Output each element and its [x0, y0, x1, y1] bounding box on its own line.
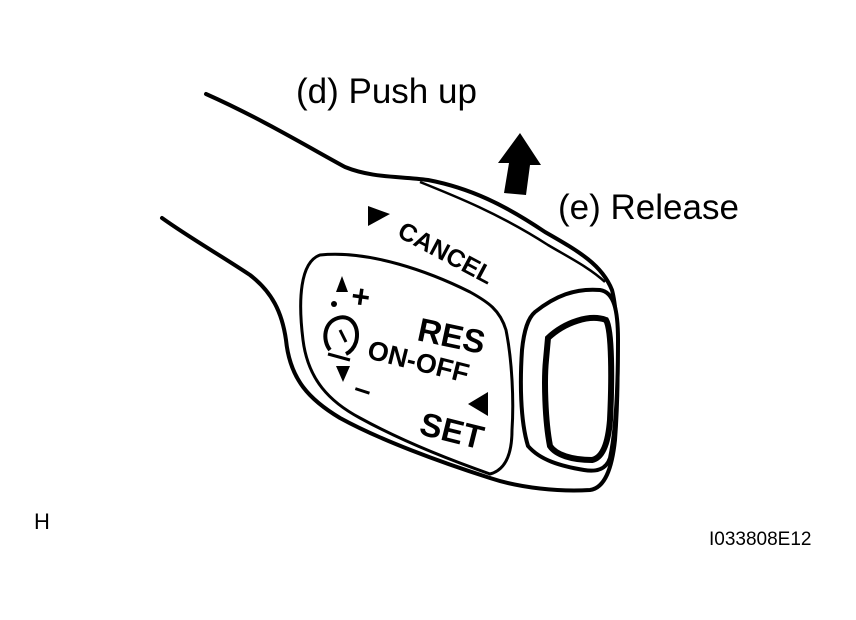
triangle-up-icon	[336, 276, 348, 292]
release-callout: (e) Release	[558, 188, 739, 227]
triangle-down-icon	[336, 366, 350, 382]
plus-marking: +	[349, 277, 373, 315]
push-up-callout: (d) Push up	[296, 72, 477, 111]
figure-code: I033808E12	[709, 529, 812, 550]
triangle-marker-icon	[368, 206, 390, 226]
switch-face-panel	[299, 252, 515, 476]
lever-stalk-outline	[160, 92, 620, 493]
end-cap-inner-face	[542, 315, 615, 464]
lever-head-ridge	[419, 180, 606, 283]
minus-marking: –	[350, 371, 376, 408]
corner-mark: H	[34, 509, 50, 534]
triangle-left-icon	[468, 392, 488, 416]
up-arrow-icon	[498, 133, 541, 195]
speedometer-icon	[323, 301, 359, 362]
